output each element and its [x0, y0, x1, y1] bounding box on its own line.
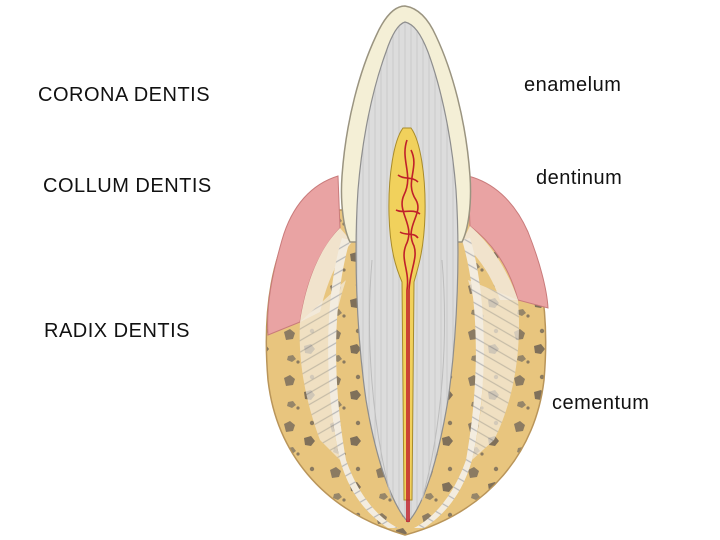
label-enamelum: enamelum: [524, 74, 622, 96]
periodontal-ligament-left: [328, 238, 398, 528]
periodontal-ligament-right: [414, 238, 484, 528]
label-dentinum: dentinum: [536, 167, 623, 189]
label-radix-dentis: RADIX DENTIS: [44, 320, 191, 342]
gingiva-right: [467, 175, 549, 309]
label-corona-dentis: CORONA DENTIS: [38, 84, 211, 106]
label-collum-dentis: COLLUM DENTIS: [43, 175, 212, 197]
label-cementum: cementum: [552, 392, 650, 414]
pulp-vessels: [395, 139, 421, 522]
